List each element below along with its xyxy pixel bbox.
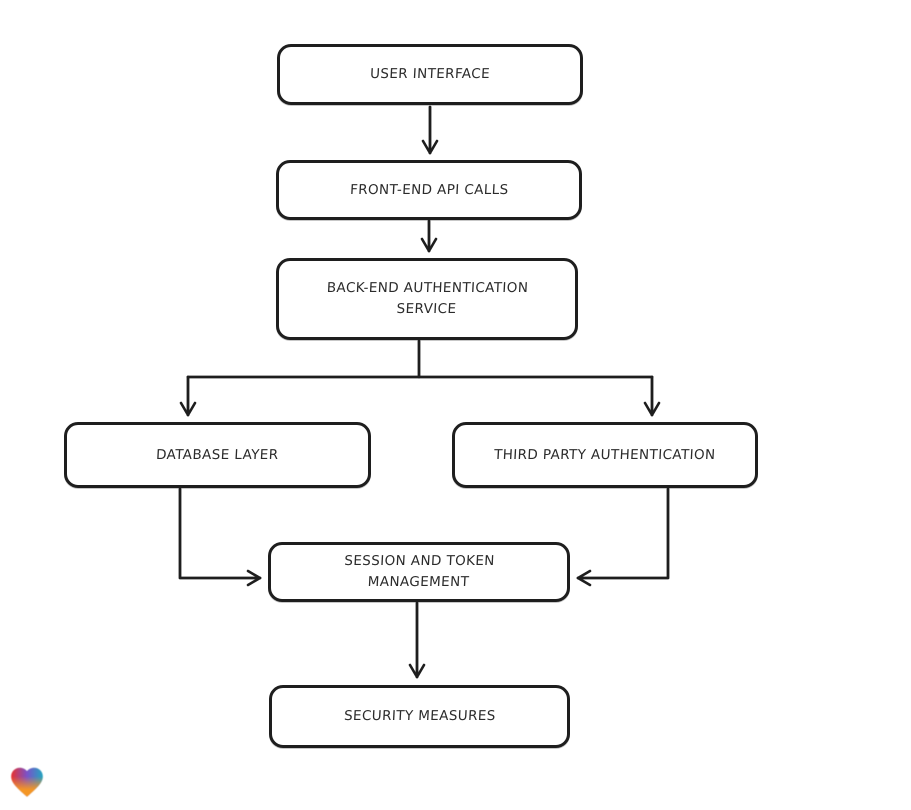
node-back-end-authentication-service: BACK-END AUTHENTICATION SERVICE — [276, 258, 578, 340]
node-security-measures-label: SECURITY MEASURES — [343, 708, 496, 724]
node-back-end-authentication-service-label: BACK-END AUTHENTICATION SERVICE — [326, 280, 529, 317]
node-user-interface: USER INTERFACE — [277, 44, 583, 105]
node-database-layer: DATABASE LAYER — [64, 422, 371, 488]
node-front-end-api-calls-label: FRONT-END API CALLS — [349, 181, 509, 198]
node-front-end-api-calls: FRONT-END API CALLS — [276, 160, 582, 220]
node-security-measures: SECURITY MEASURES — [269, 685, 570, 748]
node-session-and-token-management-label: SESSION AND TOKEN MANAGEMENT — [343, 553, 496, 590]
node-user-interface-label: USER INTERFACE — [369, 66, 491, 82]
node-third-party-authentication-label: THIRD PARTY AUTHENTICATION — [493, 446, 717, 463]
node-third-party-authentication: THIRD PARTY AUTHENTICATION — [452, 422, 758, 488]
node-session-and-token-management: SESSION AND TOKEN MANAGEMENT — [268, 542, 570, 602]
heart-logo — [8, 762, 46, 802]
node-database-layer-label: DATABASE LAYER — [155, 446, 280, 463]
edge-thirdparty-to-session — [576, 487, 670, 587]
edge-database-to-session — [178, 487, 262, 587]
